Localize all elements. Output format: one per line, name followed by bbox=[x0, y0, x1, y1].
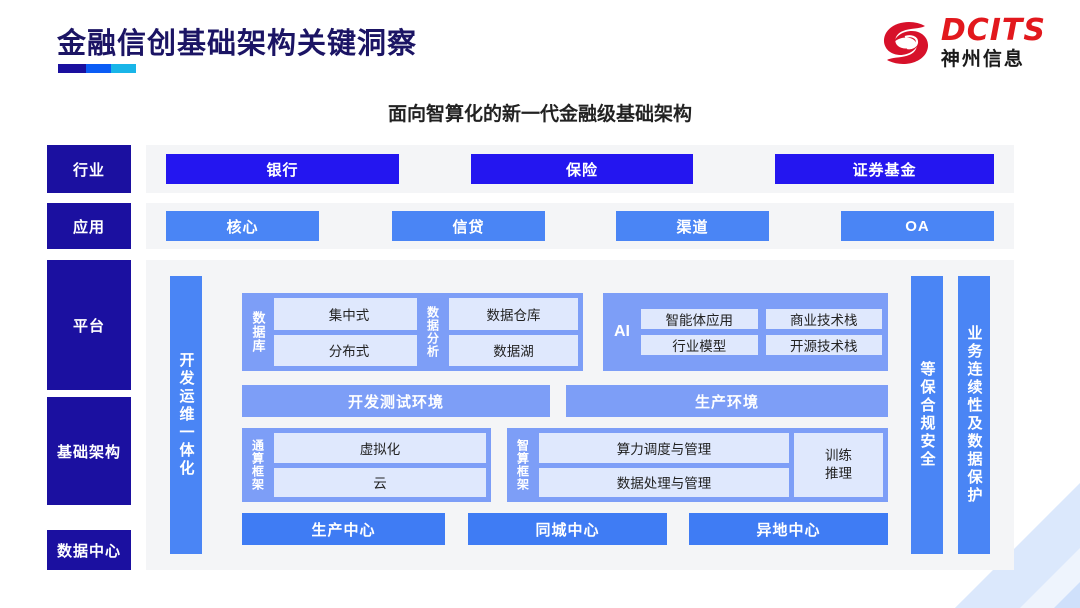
application-chip-credit[interactable]: 信贷 bbox=[392, 211, 545, 241]
rule-segment-navy bbox=[58, 64, 86, 73]
cell-training: 训练 bbox=[825, 447, 852, 463]
cell-commercial-tech-stack[interactable]: 商业技术栈 bbox=[765, 309, 882, 329]
title-underline-rule bbox=[58, 64, 136, 73]
pillar-devops-integration[interactable]: 开发运维一体化 bbox=[170, 276, 202, 554]
industry-chip-bank[interactable]: 银行 bbox=[166, 154, 399, 184]
module-ai-row-bottom: 行业模型 开源技术栈 bbox=[641, 335, 882, 355]
brand-logo: DCITS 神州信息 bbox=[879, 16, 1046, 69]
pillar-business-continuity-data-protection[interactable]: 业务连续性及数据保护 bbox=[958, 276, 990, 554]
cell-open-source-tech-stack[interactable]: 开源技术栈 bbox=[765, 335, 882, 355]
sidebar-item-industry[interactable]: 行业 bbox=[47, 145, 131, 193]
rule-segment-blue bbox=[86, 64, 111, 73]
application-chip-oa[interactable]: OA bbox=[841, 211, 994, 241]
cell-centralized[interactable]: 集中式 bbox=[274, 298, 424, 330]
sidebar-item-datacenter[interactable]: 数据中心 bbox=[47, 530, 131, 570]
industry-row-panel: 银行 保险 证券基金 bbox=[146, 145, 1014, 193]
module-intelligent-compute-framework[interactable]: 智算框架 算力调度与管理 数据处理与管理 训练 推理 bbox=[507, 428, 888, 502]
industry-chip-securities-fund[interactable]: 证券基金 bbox=[775, 154, 994, 184]
cell-compute-scheduling[interactable]: 算力调度与管理 bbox=[539, 433, 789, 463]
cell-data-lake[interactable]: 数据湖 bbox=[449, 334, 578, 366]
module-database-body: 集中式 分布式 bbox=[274, 298, 424, 366]
diagram-subtitle: 面向智算化的新一代金融级基础架构 bbox=[387, 104, 692, 125]
cell-data-warehouse[interactable]: 数据仓库 bbox=[449, 298, 578, 330]
rule-segment-cyan bbox=[111, 64, 136, 73]
module-intelligent-compute-label: 智算框架 bbox=[515, 439, 530, 491]
cell-virtualization[interactable]: 虚拟化 bbox=[274, 433, 486, 463]
application-chip-channel[interactable]: 渠道 bbox=[616, 211, 769, 241]
cell-training-inference-wrap[interactable]: 训练 推理 bbox=[825, 447, 852, 483]
center-bar-remote[interactable]: 异地中心 bbox=[689, 513, 888, 545]
module-general-compute-label: 通算框架 bbox=[250, 439, 265, 491]
module-ai[interactable]: AI 智能体应用 商业技术栈 行业模型 开源技术栈 bbox=[603, 293, 888, 371]
sidebar-item-application[interactable]: 应用 bbox=[47, 203, 131, 249]
industry-chip-insurance[interactable]: 保险 bbox=[471, 154, 693, 184]
dcits-swirl-logo-icon bbox=[879, 17, 933, 69]
sidebar-item-platform[interactable]: 平台 bbox=[47, 260, 131, 390]
brand-name-en: DCITS bbox=[940, 13, 1046, 48]
cell-distributed[interactable]: 分布式 bbox=[274, 334, 424, 366]
module-database[interactable]: 数据库 集中式 分布式 bbox=[242, 293, 429, 371]
page-title: 金融信创基础架构关键洞察 bbox=[57, 28, 418, 60]
cell-agent-application[interactable]: 智能体应用 bbox=[641, 309, 758, 329]
application-row-panel: 核心 信贷 渠道 OA bbox=[146, 203, 1014, 249]
sidebar-item-infrastructure[interactable]: 基础架构 bbox=[47, 397, 131, 505]
brand-logo-text: DCITS 神州信息 bbox=[940, 13, 1046, 70]
cell-industry-model[interactable]: 行业模型 bbox=[641, 335, 758, 355]
platform-infrastructure-panel: 开发运维一体化 等保合规安全 业务连续性及数据保护 数据库 集中式 分布式 数据… bbox=[146, 260, 1014, 570]
brand-name-cn: 神州信息 bbox=[940, 49, 1025, 70]
env-bar-dev-test[interactable]: 开发测试环境 bbox=[242, 385, 550, 417]
cell-data-processing[interactable]: 数据处理与管理 bbox=[539, 467, 789, 497]
center-bar-production[interactable]: 生产中心 bbox=[242, 513, 445, 545]
page-header: 金融信创基础架构关键洞察 DCITS 神州信息 bbox=[0, 0, 1080, 92]
module-ai-row-top: 智能体应用 商业技术栈 bbox=[641, 309, 882, 329]
module-data-analysis[interactable]: 数据分析 数据仓库 数据湖 bbox=[417, 293, 583, 371]
module-intelligent-compute-body: 算力调度与管理 数据处理与管理 bbox=[539, 433, 789, 497]
module-data-analysis-body: 数据仓库 数据湖 bbox=[449, 298, 578, 366]
module-ai-label: AI bbox=[614, 323, 630, 340]
env-bar-production[interactable]: 生产环境 bbox=[566, 385, 888, 417]
module-database-label: 数据库 bbox=[250, 311, 266, 353]
pillar-compliance-security[interactable]: 等保合规安全 bbox=[911, 276, 943, 554]
module-ai-grid: 智能体应用 商业技术栈 行业模型 开源技术栈 bbox=[641, 309, 882, 355]
module-data-analysis-label: 数据分析 bbox=[425, 306, 440, 358]
cell-inference: 推理 bbox=[825, 466, 852, 481]
center-bar-metro[interactable]: 同城中心 bbox=[468, 513, 667, 545]
cell-cloud[interactable]: 云 bbox=[274, 467, 486, 497]
application-chip-core[interactable]: 核心 bbox=[166, 211, 319, 241]
module-general-compute-body: 虚拟化 云 bbox=[274, 433, 486, 497]
module-general-compute-framework[interactable]: 通算框架 虚拟化 云 bbox=[242, 428, 491, 502]
